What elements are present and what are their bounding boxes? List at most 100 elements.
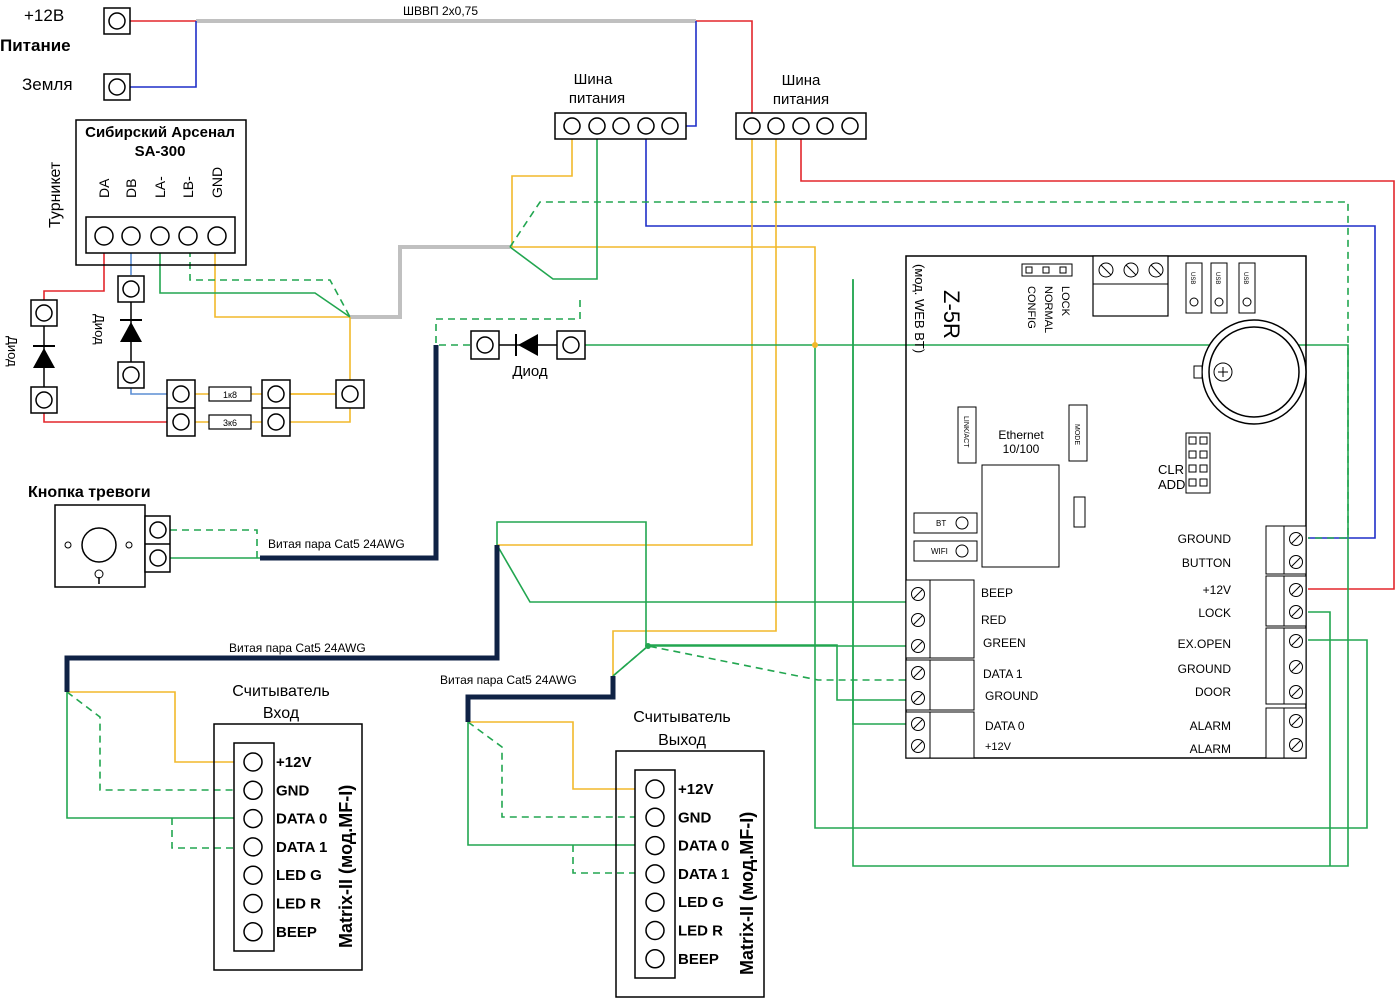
label-ground: Земля: [22, 75, 73, 94]
jumper-normal: NORMAL: [1042, 286, 1054, 333]
cable-entry-navy: [64, 545, 500, 692]
reader-in-box: [213, 723, 363, 971]
ethernet-label-2: 10/100: [1003, 442, 1040, 456]
power-bus-left: [554, 112, 687, 140]
usb-module-2: [1210, 262, 1228, 314]
wire-data0-controller: [814, 280, 1368, 829]
turnstile-term-la: LA-: [152, 176, 168, 198]
bus-left-label-1: Шина: [574, 71, 613, 88]
jumper-lock: LOCK: [1059, 286, 1071, 317]
wire-bus-red-to-12v: [800, 138, 1395, 590]
controller-sub: (мод. WEB BT): [912, 264, 927, 353]
term-12v-l: +12V: [985, 741, 1012, 753]
right-screws: [1289, 532, 1303, 752]
turnstile-term-gnd: GND: [209, 167, 225, 198]
reader-pin-terminal: [645, 864, 665, 884]
alarm-button-icon: [54, 504, 171, 588]
ethernet-port: [981, 464, 1060, 568]
ethernet-label-1: Ethernet: [998, 428, 1044, 442]
wire-entry-yellow: [67, 691, 242, 763]
screw-slot: [1291, 716, 1301, 726]
reader-pin-terminal: [645, 807, 665, 828]
cable-entry-label: Витая пара Cat5 24AWG: [229, 641, 366, 655]
bus-right-label-1: Шина: [782, 72, 821, 89]
left-screws: [911, 587, 925, 753]
screw-slot: [1291, 662, 1301, 672]
cable-exit-label: Витая пара Cat5 24AWG: [440, 673, 577, 687]
turnstile-gray-cable: [350, 245, 510, 319]
reader-pin-terminal: [243, 922, 263, 942]
wire-12v-red: [130, 20, 753, 126]
term-ground-r: GROUND: [1178, 532, 1232, 546]
reader-pin-label: DATA 1: [678, 866, 729, 883]
mode-button: [1068, 404, 1088, 462]
junction-dot: [645, 643, 651, 649]
resistor-2-label: 3к6: [223, 418, 237, 428]
reader-pin-label: GND: [678, 809, 712, 826]
wire-turnstile-green-dash: [509, 201, 1349, 539]
reader-pin-label: +12V: [678, 781, 713, 798]
term-12v-r: +12V: [1203, 583, 1231, 597]
link-act-label: LINK/ACT: [962, 416, 969, 448]
screw-slot: [1291, 636, 1301, 646]
screw-slot: [1291, 687, 1301, 697]
wire-diode-dash: [435, 300, 581, 346]
term-button: BUTTON: [1182, 556, 1231, 570]
diode-left-icon: [30, 299, 58, 414]
reader-out-title-2: Выход: [658, 732, 707, 749]
usb-label-2: USB: [1214, 272, 1220, 284]
alarm-title: Кнопка тревоги: [28, 484, 151, 501]
wire-bus-yellow-2: [612, 138, 777, 676]
screw-slot: [913, 668, 923, 678]
reader-in-model: Matrix-II (мод.MF-I): [336, 785, 356, 948]
reader-pin-terminal: [243, 780, 263, 801]
wire-entry-green-dash: [66, 691, 242, 849]
reader-out-title-1: Считыватель: [633, 709, 731, 726]
usb-module-1: [1185, 262, 1203, 314]
screw-slot: [1291, 585, 1301, 595]
wifi-module: [913, 540, 978, 562]
power-bus-right: [735, 112, 867, 140]
diode-left-label: Диод: [5, 336, 20, 367]
reader-in-title-1: Считыватель: [232, 683, 330, 700]
reader-pin-terminal: [645, 949, 665, 969]
screw-slot: [913, 615, 923, 625]
reader-pin-terminal: [243, 893, 263, 914]
screw-slot: [913, 741, 923, 751]
clr-add-header: [1185, 432, 1211, 494]
resistor-network: [166, 379, 365, 437]
power-terminal-ground: [103, 73, 131, 101]
diode-db-label: Диод: [92, 314, 107, 345]
turnstile-term-lb: LB-: [180, 176, 196, 198]
diode-db-icon: [117, 275, 145, 389]
reader-pin-label: BEEP: [678, 951, 719, 968]
wire-turnstile-green-dash-2: [189, 238, 351, 318]
wire-alarm-green-dash: [170, 529, 258, 558]
term-red: RED: [981, 613, 1007, 627]
turnstile-title-2: SA-300: [135, 143, 186, 160]
term-data0: DATA 0: [985, 719, 1025, 733]
cable-alarm-label: Витая пара Cat5 24AWG: [268, 537, 405, 551]
jumper-config: CONFIG: [1025, 286, 1037, 329]
reader-in-title-2: Вход: [263, 705, 300, 722]
usb-label-3: USB: [1242, 272, 1248, 284]
wire-bus-blue-to-ground: [645, 138, 1376, 539]
bt-module: [913, 512, 978, 534]
wire-resistors: [195, 393, 351, 423]
term-alarm-1: ALARM: [1190, 719, 1231, 733]
resistor-1-label: 1к8: [223, 390, 237, 400]
reader-pin-terminal: [243, 837, 263, 857]
term-alarm-2: ALARM: [1190, 742, 1231, 756]
controller-name: Z-5R: [939, 290, 964, 339]
label-12v: +12В: [24, 6, 64, 25]
reader-pin-label: LED R: [276, 896, 321, 913]
reader-out-model: Matrix-II (мод.MF-I): [737, 812, 757, 975]
reader-pin-terminal: [645, 835, 665, 856]
usb-label-1: USB: [1189, 272, 1195, 284]
screw-slot: [913, 641, 923, 651]
label-power-cable: ШВВП 2х0,75: [403, 4, 478, 18]
reader-pin-label: DATA 1: [276, 839, 327, 856]
